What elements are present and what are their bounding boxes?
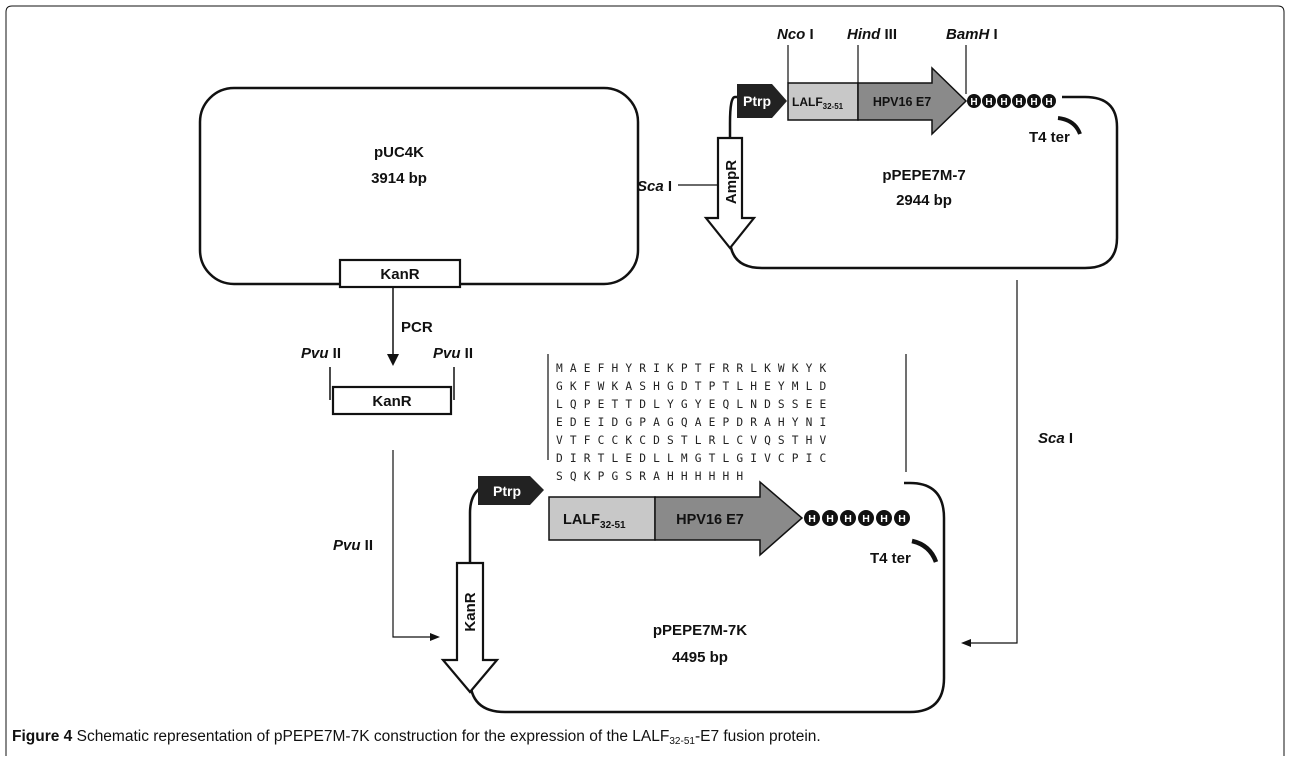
- pcr-kanr-box: [331, 385, 453, 416]
- sca-arrow-line: [968, 280, 1018, 644]
- ppepe7m7-lalf-label: LALF32-51: [792, 95, 844, 111]
- puc4k-kanr-label: KanR: [380, 266, 419, 283]
- caption-text-a: Schematic representation of pPEPE7M-7K c…: [72, 728, 670, 745]
- figure-border: [5, 5, 1285, 756]
- puc4k-size: 3914 bp: [371, 170, 427, 187]
- svg-text:H: H: [898, 513, 906, 525]
- svg-text:H: H: [1000, 97, 1007, 108]
- pvu-arrow-label: Pvu II: [333, 537, 373, 554]
- ppepe7m7k-lalf-label: LALF32-51: [563, 512, 626, 531]
- ppepe7m7-t4-label: T4 ter: [1029, 129, 1070, 146]
- ppepe7m7-ptrp: [737, 84, 787, 118]
- ppepe7m7k-e7: [654, 480, 804, 557]
- ppepe7m7k-name: pPEPE7M-7K: [653, 622, 747, 639]
- pcr-pvu-left: Pvu II: [301, 345, 341, 362]
- svg-text:H: H: [1030, 97, 1037, 108]
- sequence-line-2: G K F W K A S H G D T P T L H E Y M L D: [556, 380, 827, 393]
- pvu-arrowhead: [430, 633, 440, 641]
- ppepe7m7-ampr: [703, 136, 757, 250]
- figure-caption: Figure 4 Schematic representation of pPE…: [12, 728, 1272, 747]
- ppepe7m7k-lalf: [548, 496, 656, 541]
- nco-site-label: Nco I: [777, 26, 814, 43]
- ppepe7m7k-kanr: [440, 561, 500, 694]
- sequence-line-7: S Q K P G S R A H H H H H H: [556, 470, 743, 483]
- svg-text:H: H: [880, 513, 888, 525]
- sequence-line-6: D I R T L E D L L M G T L G I V C P I C: [556, 452, 826, 465]
- ppepe7m7k-size: 4495 bp: [672, 649, 728, 666]
- ppepe7m7k-kanr-label: KanR: [462, 592, 479, 631]
- svg-text:H: H: [970, 97, 977, 108]
- sequence-line-1: M A E F H Y R I K P T F R R L K W K Y K: [556, 362, 827, 375]
- ppepe7m7k-t4-label: T4 ter: [870, 550, 911, 567]
- ppepe7m7k-plasmid: [468, 481, 946, 714]
- ppepe7m7k-ptrp: [478, 476, 544, 505]
- ppepe7m7-plasmid: [728, 95, 1119, 270]
- ppepe7m7-e7-label: HPV16 E7: [873, 95, 931, 109]
- ppepe7m7k-e7-label: HPV16 E7: [676, 512, 744, 528]
- svg-text:H: H: [1015, 97, 1022, 108]
- ppepe7m7-his-tag: H H H H H H: [967, 94, 1056, 108]
- sca-arrow-label: Sca I: [1038, 430, 1073, 447]
- sequence-line-5: V T F C C K C D S T L R L C V Q S T H V: [556, 434, 827, 447]
- svg-text:H: H: [808, 513, 816, 525]
- svg-text:H: H: [985, 97, 992, 108]
- sequence-block: M A E F H Y R I K P T F R R L K W K Y K …: [556, 362, 827, 483]
- puc4k-name: pUC4K: [374, 144, 424, 161]
- sca-site-label: Sca I: [637, 178, 672, 195]
- ppepe7m7-t4-mark: [1057, 116, 1082, 135]
- ppepe7m7k-ptrp-label: Ptrp: [493, 483, 521, 499]
- pcr-label: PCR: [401, 319, 433, 336]
- bamh-site-label: BamH I: [946, 26, 998, 43]
- svg-text:H: H: [826, 513, 834, 525]
- pcr-kanr-label: KanR: [372, 393, 411, 410]
- caption-text-b: -E7 fusion protein.: [694, 728, 821, 745]
- pcr-pvu-right: Pvu II: [433, 345, 473, 362]
- sequence-line-4: E D E I D G P A G Q A E P D R A H Y N I: [556, 416, 826, 429]
- puc4k-kanr-box: [338, 258, 462, 289]
- ppepe7m7-ptrp-label: Ptrp: [743, 93, 771, 109]
- figure-number: Figure 4: [12, 728, 73, 745]
- sequence-line-3: L Q P E T T D L Y G Y E Q L N D S S E E: [556, 398, 827, 411]
- ppepe7m7-name: pPEPE7M-7: [882, 167, 965, 184]
- ppepe7m7-e7: [857, 66, 968, 136]
- ppepe7m7k-his-tag: H H H H H H: [804, 510, 910, 526]
- ppepe7m7-ampr-label: AmpR: [723, 160, 740, 204]
- svg-text:H: H: [844, 513, 852, 525]
- svg-text:H: H: [862, 513, 870, 525]
- caption-subscript: 32-51: [669, 736, 695, 747]
- svg-text:H: H: [1045, 97, 1052, 108]
- pvu-arrow-line: [392, 450, 433, 638]
- pcr-arrowhead: [387, 354, 399, 366]
- ppepe7m7k-t4-mark: [911, 538, 939, 563]
- ppepe7m7-size: 2944 bp: [896, 192, 952, 209]
- sca-arrowhead: [961, 639, 971, 647]
- hind-site-label: Hind III: [847, 26, 897, 43]
